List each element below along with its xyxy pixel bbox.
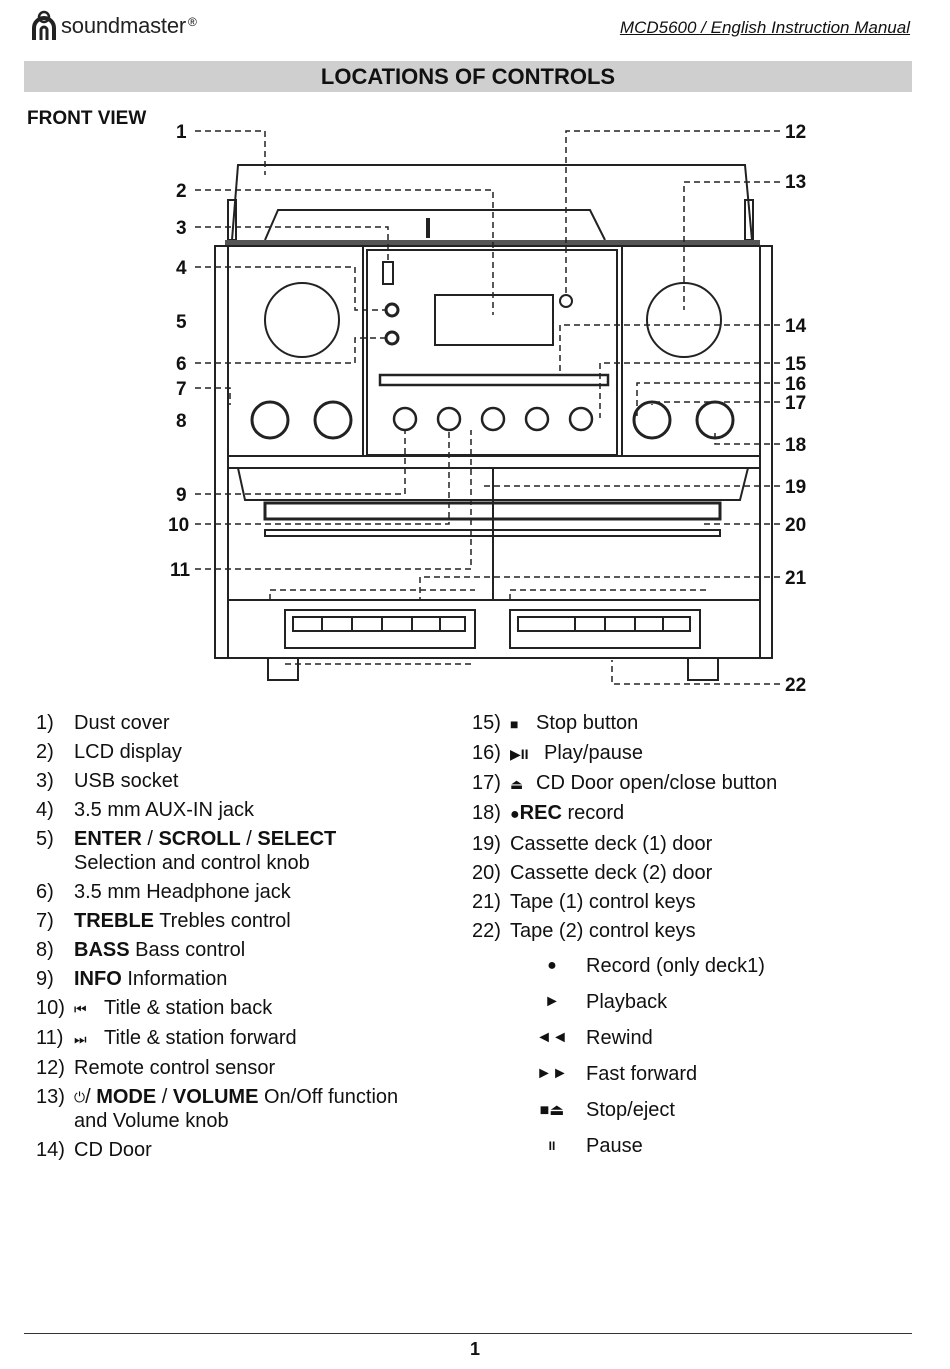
list-item: 22)Tape (2) control keys [472, 920, 696, 942]
callout-1: 1 [176, 122, 187, 143]
list-item: 15)■Stop button [472, 712, 639, 734]
list-item: 20)Cassette deck (2) door [472, 862, 713, 884]
callout-4: 4 [176, 258, 187, 279]
brand-logo: soundmaster ® [30, 10, 197, 42]
usb-socket-shape [382, 261, 394, 285]
brand-name: soundmaster [61, 13, 186, 38]
callout-19: 19 [785, 477, 806, 498]
footer-divider [24, 1333, 912, 1334]
soundmaster-logo-icon [32, 10, 56, 40]
record-icon: ● [547, 957, 557, 974]
pause-icon: II [548, 1139, 556, 1153]
list-item: 1)Dust cover [36, 712, 170, 734]
callout-15: 15 [785, 354, 807, 375]
page-number: 1 [469, 1339, 480, 1359]
tape-key-stop-eject: ■⏏Stop/eject [528, 1092, 912, 1128]
tape-key-fast-forward: ►►Fast forward [528, 1056, 912, 1092]
list-item: 8)BASS Bass control [36, 939, 246, 961]
registered-mark: ® [187, 15, 197, 29]
list-item: 4)3.5 mm AUX-IN jack [36, 799, 255, 821]
callout-2: 2 [176, 181, 187, 202]
treble-knob [250, 400, 290, 440]
callout-11: 11 [170, 560, 191, 581]
lcd-display-shape [434, 294, 554, 346]
callout-3: 3 [176, 218, 187, 239]
mode-volume-knob [646, 282, 722, 358]
front-view-diagram: 1 2 3 4 5 6 7 8 9 10 11 12 13 14 15 16 1… [168, 122, 807, 696]
stop-eject-icon: ■⏏ [539, 1102, 565, 1119]
list-item: 12)Remote control sensor [36, 1057, 276, 1079]
tape-key-rewind: ◄◄Rewind [528, 1020, 912, 1056]
callout-5: 5 [176, 312, 187, 333]
list-item: 21)Tape (1) control keys [472, 891, 696, 913]
callout-9: 9 [176, 485, 187, 506]
list-item: 17)⏏CD Door open/close button [472, 772, 778, 794]
callout-6: 6 [176, 354, 187, 375]
skip-forward-icon: ⏭ [74, 1031, 87, 1047]
callout-18: 18 [785, 435, 806, 456]
callout-17: 17 [785, 393, 806, 414]
stop-icon: ■ [510, 716, 519, 732]
list-item: 2)LCD display [36, 741, 182, 763]
rewind-icon: ◄◄ [536, 1029, 568, 1046]
play-pause-icon: ▶II [510, 746, 529, 762]
fast-forward-icon: ►► [536, 1065, 568, 1082]
controls-list-left: 1)Dust cover 2)LCD display 3)USB socket … [36, 711, 456, 1167]
list-item: 18)●REC record [472, 802, 625, 824]
tape2-keys-strip [509, 609, 701, 649]
callout-22: 22 [785, 675, 806, 696]
callout-7: 7 [176, 379, 187, 400]
callout-13: 13 [785, 172, 806, 193]
bass-knob [313, 400, 353, 440]
section-heading: FRONT VIEW [27, 108, 147, 129]
cd-door-slot [378, 373, 610, 387]
list-item: 14)CD Door [36, 1139, 152, 1161]
list-item: 7)TREBLE Trebles control [36, 910, 291, 932]
play-icon: ► [544, 993, 560, 1010]
list-item: 10)⏮Title & station back [36, 997, 273, 1019]
document-reference: MCD5600 / English Instruction Manual [619, 18, 910, 37]
list-item: 3)USB socket [36, 770, 179, 792]
callout-8: 8 [176, 411, 187, 432]
list-item: 6)3.5 mm Headphone jack [36, 881, 291, 903]
tape1-keys-strip [284, 609, 476, 649]
list-item: 19)Cassette deck (1) door [472, 833, 713, 855]
callout-21: 21 [785, 568, 807, 589]
callout-14: 14 [785, 316, 807, 337]
aux-jack-shape [384, 302, 400, 318]
power-icon: ⏻ [74, 1089, 86, 1105]
record-icon: ● [510, 806, 520, 823]
list-item: 9)INFO Information [36, 968, 228, 990]
callout-16: 16 [785, 374, 806, 395]
callout-20: 20 [785, 515, 806, 536]
enter-scroll-knob [264, 282, 340, 358]
headphone-jack-shape [384, 330, 400, 346]
remote-sensor-shape [559, 294, 573, 308]
tape-keys-legend: ●Record (only deck1) ►Playback ◄◄Rewind … [528, 948, 912, 1164]
tape-key-record: ●Record (only deck1) [528, 948, 912, 984]
tape-key-playback: ►Playback [528, 984, 912, 1020]
skip-back-icon: ⏮ [74, 1001, 87, 1017]
page-title: LOCATIONS OF CONTROLS [24, 61, 912, 92]
dust-cover-outline [231, 164, 753, 241]
callout-10: 10 [168, 515, 189, 536]
eject-icon: ⏏ [510, 776, 524, 792]
list-item: 11)⏭Title & station forward [36, 1027, 297, 1049]
callout-12: 12 [785, 122, 806, 143]
